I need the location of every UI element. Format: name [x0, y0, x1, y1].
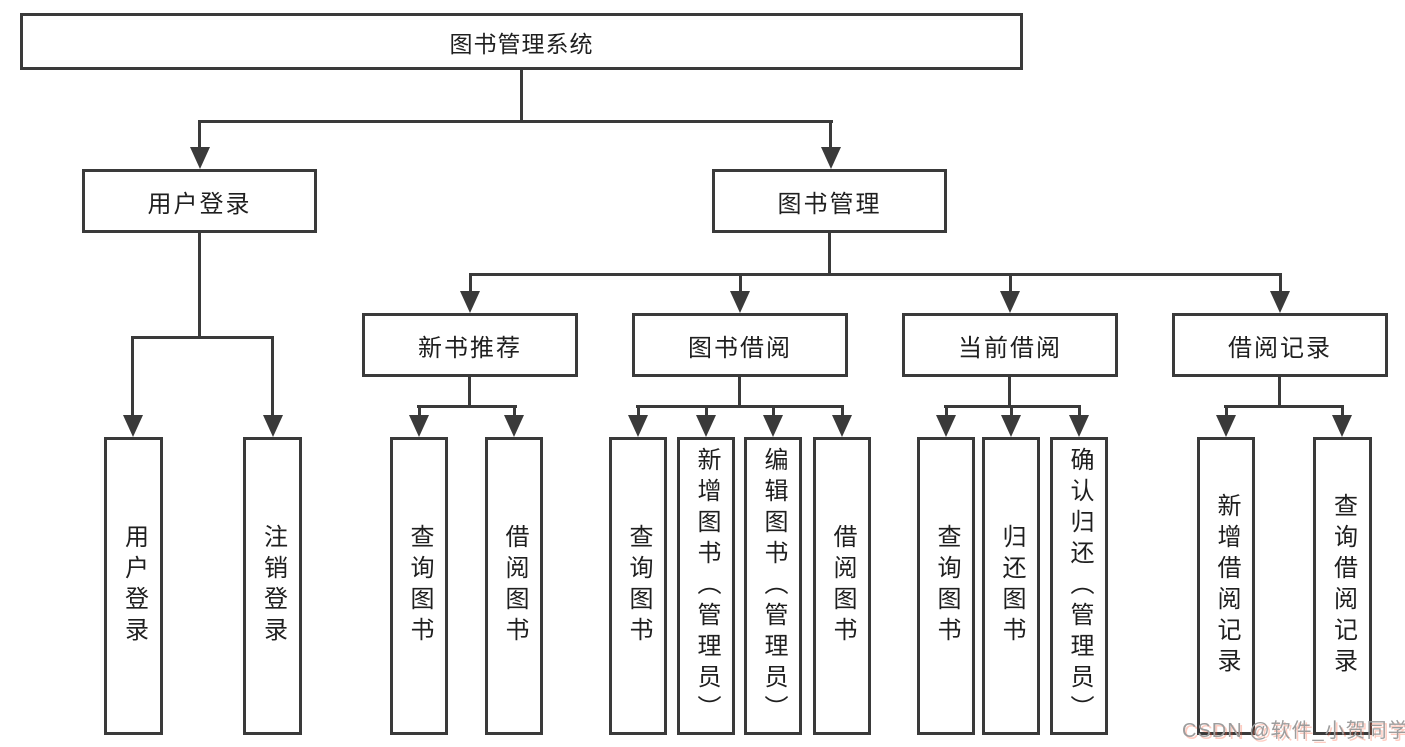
- connector-line: [198, 120, 201, 150]
- leaf-borrow-books-recommend: 借阅图书: [485, 437, 543, 735]
- arrow-down-icon: [821, 147, 841, 169]
- connector-line: [469, 273, 1282, 276]
- leaf-query-books-current: 查询图书: [917, 437, 975, 735]
- leaf-return-books: 归还图书: [982, 437, 1040, 735]
- leaf-borrow-books: 借阅图书: [813, 437, 871, 735]
- connector-line: [705, 405, 708, 419]
- connector-line: [1279, 273, 1282, 295]
- node-root-label: 图书管理系统: [449, 30, 594, 57]
- connector-line: [739, 273, 742, 295]
- arrow-down-icon: [763, 415, 783, 437]
- leaf-borrow-books-label: 借阅图书: [829, 524, 856, 648]
- arrow-down-icon: [936, 415, 956, 437]
- arrow-down-icon: [1000, 291, 1020, 313]
- connector-line: [131, 336, 274, 339]
- arrow-down-icon: [123, 415, 143, 437]
- arrow-down-icon: [1069, 415, 1089, 437]
- leaf-return-books-label: 归还图书: [998, 524, 1025, 648]
- connector-line: [469, 273, 472, 295]
- node-current-borrow: 当前借阅: [902, 313, 1118, 377]
- leaf-logout-label: 注销登录: [259, 524, 287, 648]
- connector-line: [468, 377, 471, 408]
- connector-line: [271, 336, 274, 418]
- connector-line: [198, 233, 201, 339]
- connector-line: [1225, 405, 1228, 419]
- leaf-edit-books-admin-label: 编辑图书（管理员）: [760, 446, 787, 726]
- node-book-management-label: 图书管理: [777, 190, 882, 218]
- arrow-down-icon: [263, 415, 283, 437]
- connector-line: [1010, 405, 1013, 419]
- leaf-edit-books-admin: 编辑图书（管理员）: [744, 437, 802, 735]
- leaf-query-books-borrow: 查询图书: [609, 437, 667, 735]
- node-current-borrow-label: 当前借阅: [958, 334, 1062, 362]
- connector-line: [198, 120, 833, 123]
- connector-line: [828, 233, 831, 276]
- connector-line: [520, 69, 523, 123]
- connector-line: [1009, 273, 1012, 295]
- connector-line: [945, 405, 948, 419]
- connector-line: [829, 120, 832, 150]
- connector-line: [738, 377, 741, 408]
- arrow-down-icon: [1001, 415, 1021, 437]
- leaf-query-books-recommend: 查询图书: [390, 437, 448, 735]
- leaf-user-login: 用户登录: [104, 437, 163, 735]
- connector-line: [772, 405, 775, 419]
- leaf-confirm-return-admin-label: 确认归还（管理员）: [1066, 446, 1093, 726]
- arrow-down-icon: [409, 415, 429, 437]
- connector-line: [1224, 405, 1343, 408]
- leaf-borrow-books-recommend-label: 借阅图书: [501, 524, 528, 648]
- arrow-down-icon: [1332, 415, 1352, 437]
- arrow-down-icon: [1216, 415, 1236, 437]
- arrow-down-icon: [504, 415, 524, 437]
- connector-line: [1078, 405, 1081, 419]
- connector-line: [417, 405, 517, 408]
- arrow-down-icon: [190, 147, 210, 169]
- connector-line: [513, 405, 516, 419]
- node-new-book-recommend: 新书推荐: [362, 313, 578, 377]
- arrow-down-icon: [1270, 291, 1290, 313]
- node-user-login: 用户登录: [82, 169, 317, 233]
- connector-line: [131, 336, 134, 418]
- connector-line: [1341, 405, 1344, 419]
- node-borrow-records-label: 借阅记录: [1228, 334, 1332, 362]
- leaf-query-borrow-record: 查询借阅记录: [1313, 437, 1372, 735]
- arrow-down-icon: [628, 415, 648, 437]
- arrow-down-icon: [730, 291, 750, 313]
- leaf-add-books-admin-label: 新增图书（管理员）: [693, 446, 720, 726]
- arrow-down-icon: [460, 291, 480, 313]
- leaf-query-borrow-record-label: 查询借阅记录: [1329, 493, 1357, 679]
- csdn-watermark: CSDN @软件_小贺同学: [1182, 720, 1405, 742]
- node-book-borrow-label: 图书借阅: [688, 334, 792, 362]
- node-book-borrow: 图书借阅: [632, 313, 848, 377]
- connector-line: [1008, 377, 1011, 408]
- leaf-add-borrow-record-label: 新增借阅记录: [1213, 493, 1240, 679]
- leaf-add-borrow-record: 新增借阅记录: [1197, 437, 1255, 735]
- connector-line: [418, 405, 421, 419]
- arrow-down-icon: [832, 415, 852, 437]
- leaf-logout: 注销登录: [243, 437, 302, 735]
- leaf-query-books-recommend-label: 查询图书: [406, 524, 433, 648]
- node-book-management: 图书管理: [712, 169, 947, 233]
- node-borrow-records: 借阅记录: [1172, 313, 1388, 377]
- node-user-login-label: 用户登录: [147, 190, 252, 218]
- arrow-down-icon: [696, 415, 716, 437]
- connector-line: [636, 405, 844, 408]
- leaf-confirm-return-admin: 确认归还（管理员）: [1050, 437, 1108, 735]
- leaf-query-books-current-label: 查询图书: [933, 524, 960, 648]
- leaf-query-books-borrow-label: 查询图书: [625, 524, 652, 648]
- node-new-book-recommend-label: 新书推荐: [418, 334, 522, 362]
- connector-line: [637, 405, 640, 419]
- connector-line: [1278, 377, 1281, 408]
- connector-line: [841, 405, 844, 419]
- node-root: 图书管理系统: [20, 13, 1023, 70]
- leaf-user-login-label: 用户登录: [120, 524, 148, 648]
- leaf-add-books-admin: 新增图书（管理员）: [677, 437, 735, 735]
